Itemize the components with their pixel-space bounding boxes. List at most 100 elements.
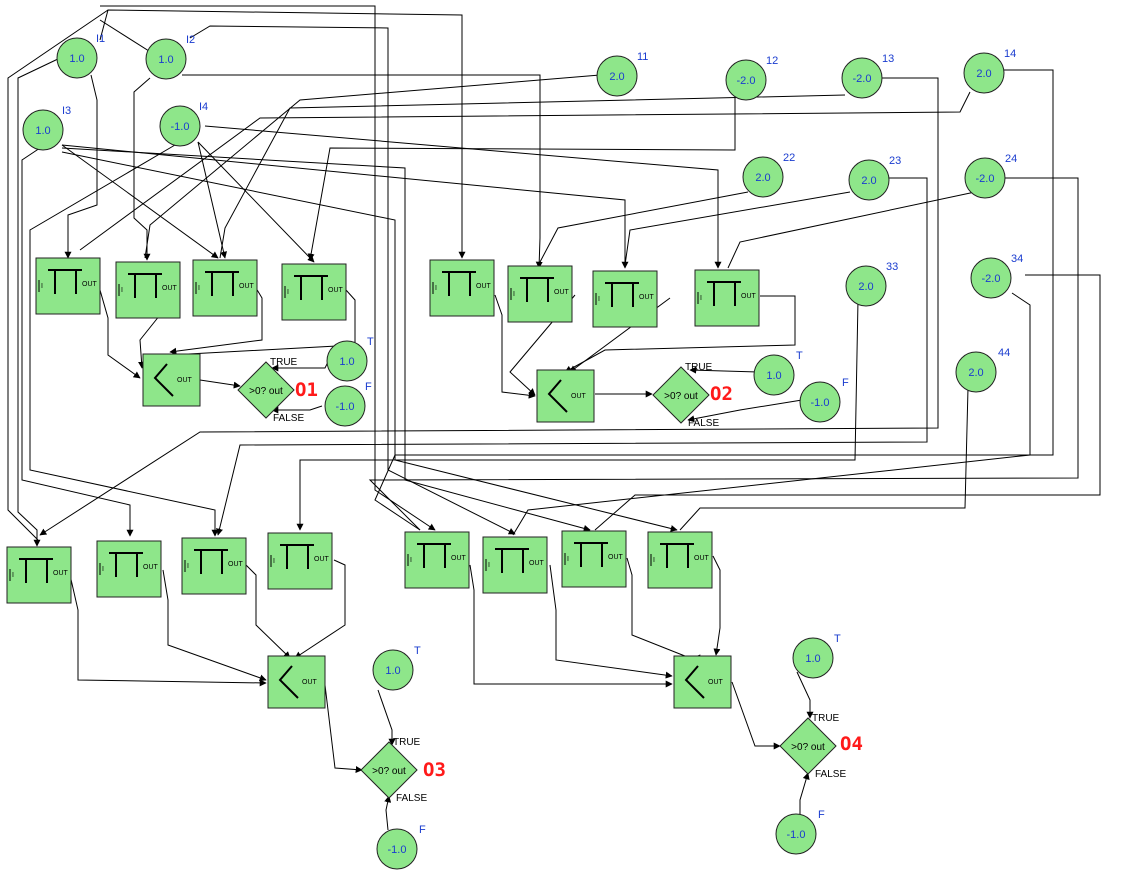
node-value: 2.0	[976, 68, 991, 80]
wire	[564, 295, 796, 373]
wire	[324, 684, 363, 774]
weight-node[interactable]: -2.024	[964, 153, 1017, 199]
weight-node[interactable]: -2.012	[725, 55, 778, 101]
wire	[549, 564, 673, 679]
wire	[689, 366, 759, 374]
wire	[624, 191, 851, 266]
weight-node[interactable]: 2.023	[848, 155, 901, 201]
output-label: O3	[423, 759, 446, 781]
node-value: -2.0	[982, 273, 1001, 285]
summer-block[interactable]: OUT	[142, 353, 201, 407]
wire	[39, 77, 939, 536]
constant-node[interactable]: 1.0T	[326, 336, 374, 382]
weight-node[interactable]: 2.033	[845, 261, 898, 307]
weight-node[interactable]: 2.011	[596, 51, 648, 97]
product-out-label: OUT	[53, 570, 69, 577]
product-out-label: OUT	[328, 287, 344, 294]
input-node[interactable]: 1.0I3	[22, 105, 71, 151]
weight-node[interactable]: -2.013	[841, 53, 894, 99]
wire	[144, 74, 601, 259]
node-value: 1.0	[69, 53, 84, 65]
node-value: -1.0	[787, 829, 806, 841]
weight-node[interactable]: -2.034	[970, 253, 1023, 299]
wire	[133, 77, 151, 261]
weight-node[interactable]: 2.022	[742, 152, 795, 198]
node-value: 1.0	[385, 665, 400, 677]
node-value: -1.0	[388, 844, 407, 856]
wire	[307, 95, 736, 261]
product-out-label: OUT	[476, 283, 492, 290]
comparator-label: >0? out	[664, 391, 698, 402]
constant-node[interactable]: -1.0F	[799, 377, 849, 423]
product-out-label: OUT	[314, 556, 330, 563]
wire	[61, 151, 678, 532]
node-label: 23	[889, 155, 901, 167]
wire	[374, 69, 1054, 531]
wire	[204, 125, 722, 269]
wire	[79, 91, 971, 251]
wire	[271, 405, 323, 414]
node-value: -2.0	[853, 73, 872, 85]
node-value: 2.0	[755, 172, 770, 184]
node-label: F	[818, 809, 825, 821]
wire	[796, 671, 814, 719]
constant-node[interactable]: 1.0 T	[372, 645, 421, 691]
node-label: I3	[62, 105, 71, 117]
input-node[interactable]: 1.0I1	[56, 33, 105, 79]
summer-out-label: OUT	[302, 679, 318, 686]
node-label: I2	[186, 34, 195, 46]
product-out-label: OUT	[451, 555, 467, 562]
summer-block[interactable]: OUT	[267, 655, 326, 709]
constant-node[interactable]: 1.0T	[792, 633, 841, 679]
wire	[61, 144, 629, 269]
weight-node[interactable]: 2.044	[955, 347, 1010, 393]
product-input-label: I	[410, 557, 412, 564]
summer-block[interactable]: OUT	[673, 655, 732, 709]
constant-node[interactable]: 1.0T	[753, 350, 803, 396]
node-label: F	[365, 381, 372, 393]
node-value: -1.0	[171, 121, 190, 133]
true-label: TRUE	[812, 713, 840, 724]
wire	[69, 574, 267, 687]
node-label: F	[842, 377, 849, 389]
product-out-label: OUT	[143, 564, 159, 571]
node-value: -1.0	[336, 401, 355, 413]
output-label: O1	[295, 379, 318, 401]
wire	[64, 74, 98, 259]
node-label: T	[367, 336, 374, 348]
constant-node[interactable]: -1.0 F	[324, 381, 372, 427]
constant-node[interactable]: -1.0 F	[775, 809, 825, 855]
node-label: T	[796, 350, 803, 362]
product-block[interactable]: I OUT	[404, 531, 470, 589]
product-block[interactable]: I OUT	[281, 263, 347, 321]
node-label: T	[414, 645, 421, 657]
summer-out-label: OUT	[571, 393, 587, 400]
input-node[interactable]: -1.0I4	[159, 101, 208, 147]
product-input-label: I	[287, 289, 289, 296]
wire	[162, 569, 267, 682]
summer-block[interactable]: OUT	[536, 369, 595, 423]
constant-node[interactable]: -1.0F	[376, 824, 426, 870]
input-node[interactable]: 1.0I2	[145, 34, 195, 80]
weight-node[interactable]: 2.014	[963, 48, 1016, 94]
